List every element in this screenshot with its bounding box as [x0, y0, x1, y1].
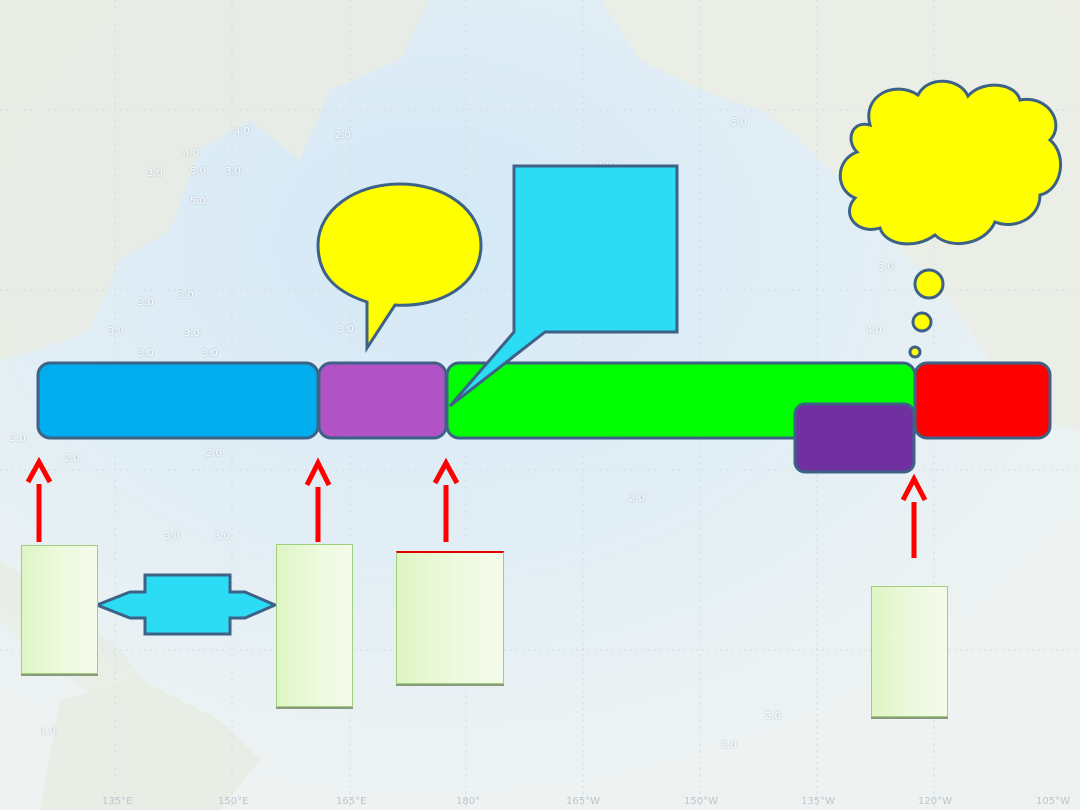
- thought-bubble-large: [913, 268, 945, 300]
- oval-speech-callout[interactable]: [316, 182, 483, 354]
- timeline-bar-violet[interactable]: [317, 361, 448, 440]
- timeline-bar-dark-violet[interactable]: [793, 402, 916, 474]
- rectangular-callout[interactable]: [448, 164, 679, 408]
- longitude-label: 165°E: [336, 796, 367, 807]
- longitude-label: 105°W: [1036, 796, 1070, 807]
- thought-bubble-medium: [911, 311, 933, 333]
- up-arrow-1: [25, 456, 53, 542]
- longitude-label: 135°W: [801, 796, 835, 807]
- up-arrow-3: [432, 457, 460, 542]
- thought-cloud-callout[interactable]: [838, 79, 1063, 246]
- note-box-3[interactable]: [396, 551, 504, 684]
- timeline-bar-red[interactable]: [913, 361, 1052, 440]
- up-arrow-2: [304, 457, 332, 542]
- longitude-label: 135°E: [102, 796, 133, 807]
- double-arrow-shape[interactable]: [92, 573, 279, 636]
- timeline-bar-blue[interactable]: [36, 361, 320, 440]
- thought-bubble-small: [908, 345, 922, 359]
- longitude-label: 165°W: [566, 796, 600, 807]
- longitude-label: 150°W: [684, 796, 718, 807]
- land-australia: [40, 680, 260, 810]
- longitude-label: 150°E: [218, 796, 249, 807]
- longitude-label: 180°: [456, 796, 481, 807]
- up-arrow-4: [900, 473, 928, 558]
- note-box-2[interactable]: [276, 544, 353, 707]
- note-box-1[interactable]: [21, 545, 98, 674]
- note-box-4[interactable]: [871, 586, 948, 717]
- longitude-label: 120°W: [918, 796, 952, 807]
- land-asia: [0, 0, 430, 360]
